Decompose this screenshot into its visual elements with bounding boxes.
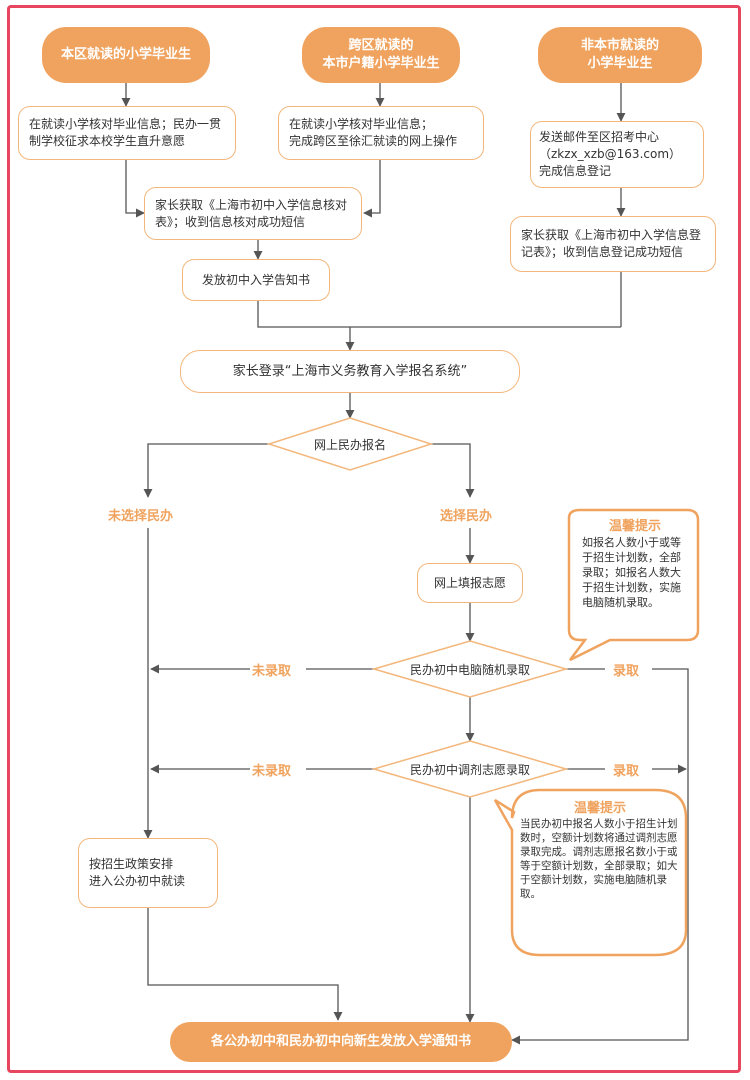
arrow-lottery-admitted-to-final xyxy=(511,668,689,1045)
diamond-adjust-admission xyxy=(371,740,569,798)
computer-lottery-label: 民办初中电脑随机录取 xyxy=(409,662,530,677)
arrow-apply-to-not-choose xyxy=(143,443,270,498)
not-admitted-label-2: 未录取 xyxy=(252,764,292,779)
notice-box: 发放初中入学告知书 xyxy=(182,259,330,301)
non-city-graduate-node: 非本市就读的 小学毕业生 xyxy=(538,27,702,83)
parent-register-form-box: 家长获取《上海市初中入学信息登记表》；收到信息登记成功短信 xyxy=(510,216,716,272)
outer-frame xyxy=(7,5,741,1073)
not-choose-private-label: 未选择民办 xyxy=(108,509,174,524)
non-city-email-box: 发送邮件至区招考中心 （zkzx_xzb@163.com） 完成信息登记 xyxy=(530,121,704,188)
arrow-cross-verify-to-form xyxy=(363,160,381,218)
tip-body-2: 当民办初中报名人数小于招生计划数时，空额计划数将通过调剂志愿录取完成。调剂志愿报… xyxy=(520,818,678,900)
adjust-admission-label: 民办初中调剂志愿录取 xyxy=(409,762,530,777)
online-apply-label: 网上民办报名 xyxy=(313,437,386,452)
tip-title-2: 温馨提示 xyxy=(573,801,626,816)
arrow-public-to-final xyxy=(147,908,343,1021)
arrow-local-verify-to-form xyxy=(125,160,145,218)
local-verify-box: 在就读小学核对毕业信息；民办一贯制学校征求本校学生直升意愿 xyxy=(18,106,236,160)
fill-wish-box: 网上填报志愿 xyxy=(417,563,523,603)
tip-bubble-1 xyxy=(567,508,700,662)
login-box: 家长登录“上海市义务教育入学报名系统” xyxy=(180,350,520,393)
tip-bubble-2 xyxy=(493,788,688,957)
cross-district-graduate-node: 跨区就读的 本市户籍小学毕业生 xyxy=(302,27,460,83)
public-school-box: 按招生政策安排 进入公办初中就读 xyxy=(78,838,218,908)
not-admitted-label-1: 未录取 xyxy=(252,664,292,679)
choose-private-label: 选择民办 xyxy=(440,509,493,524)
line-notice-join xyxy=(257,301,621,328)
local-graduate-node: 本区就读的小学毕业生 xyxy=(42,27,210,83)
tip-title-1: 温馨提示 xyxy=(608,519,661,534)
final-notice-node: 各公办初中和民办初中向新生发放入学通知书 xyxy=(170,1022,512,1062)
admitted-label-2: 录取 xyxy=(613,764,640,779)
admitted-label-1: 录取 xyxy=(613,664,640,679)
parent-verify-form-box: 家长获取《上海市初中入学信息核对表》；收到信息核对成功短信 xyxy=(144,187,362,240)
diamond-online-apply xyxy=(266,417,434,471)
tip-body-1: 如报名人数小于或等于招生计划数，全部录取；如报名人数大于招生计划数，实施电脑随机… xyxy=(582,536,681,609)
arrow-apply-to-choose xyxy=(429,443,475,498)
diamond-computer-lottery xyxy=(371,640,569,698)
cross-verify-box: 在就读小学核对毕业信息； 完成跨区至徐汇就读的网上操作 xyxy=(278,106,484,160)
